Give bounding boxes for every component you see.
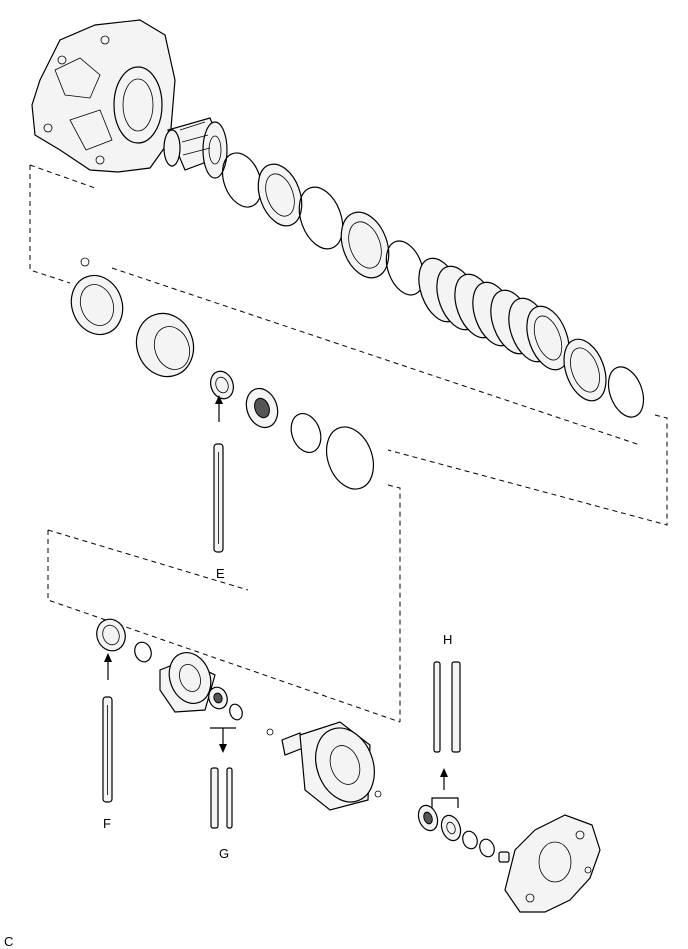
clutch-drum-assembly	[163, 117, 228, 179]
label-h: H	[443, 632, 452, 647]
label-e: E	[216, 566, 225, 581]
label-f: F	[103, 816, 111, 831]
lower-right-parts	[417, 804, 601, 913]
assembly-guide-lines	[29, 164, 668, 723]
label-g: G	[219, 846, 229, 861]
detail-g: G	[210, 727, 236, 861]
upper-ring-row	[221, 152, 425, 296]
figure-code-label: C	[4, 934, 13, 949]
detail-f: F	[102, 653, 113, 831]
transaxle-case	[31, 19, 176, 173]
detail-h: H	[431, 632, 461, 808]
detail-e: E	[213, 395, 225, 581]
clutch-disc-pack	[418, 257, 645, 418]
lower-gear-group	[96, 618, 382, 811]
middle-row-parts	[70, 257, 374, 490]
